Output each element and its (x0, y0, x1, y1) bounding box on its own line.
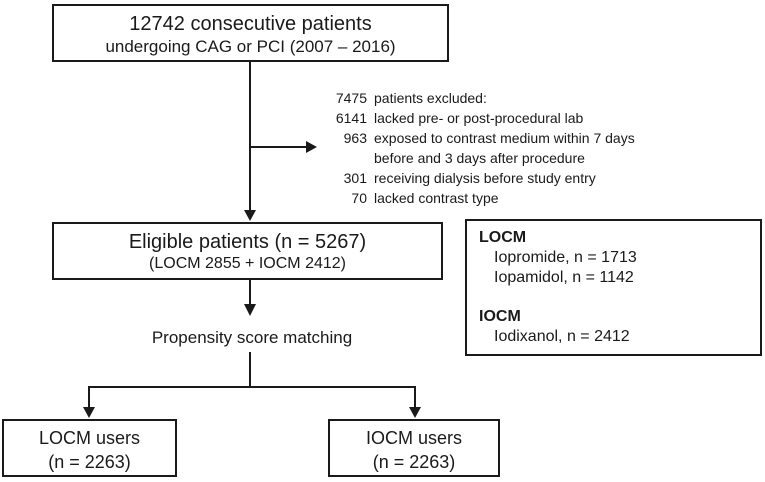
exclusion-text: lacked pre- or post-procedural lab (374, 110, 584, 126)
exclusion-text: receiving dialysis before study entry (374, 170, 596, 186)
exclusion-text: lacked contrast type (374, 190, 499, 206)
eligible-patients-count: Eligible patients (n = 5267) (128, 231, 367, 253)
locm-item-iopromide: Iopromide, n = 1713 (494, 249, 637, 266)
exclusion-count: 6141 (335, 110, 367, 126)
iocm-users-box: IOCM users (n = 2263) (328, 419, 500, 477)
consecutive-patients-count: 12742 consecutive patients (129, 13, 372, 35)
iocm-users-title: IOCM users (365, 428, 462, 448)
arrowhead-down-iocm-icon (409, 407, 421, 418)
contrast-media-legend-box: LOCM Iopromide, n = 1713 Iopamidol, n = … (465, 219, 762, 356)
exclusion-line: before and 3 days after procedure (325, 148, 635, 168)
consecutive-patients-box: 12742 consecutive patients undergoing CA… (52, 4, 449, 62)
exclusion-line: 301 receiving dialysis before study entry (325, 168, 635, 188)
legend-spacer (479, 288, 760, 307)
arrowhead-right-exclusions-icon (306, 141, 317, 153)
locm-users-count: (n = 2263) (48, 452, 131, 472)
exclusion-text: exposed to contrast medium within 7 days (374, 130, 635, 146)
arrowhead-down-matching-icon (244, 304, 256, 316)
arrowhead-down-eligible-icon (244, 210, 256, 221)
iocm-header: IOCM (479, 308, 521, 325)
locm-item-iopamidol: Iopamidol, n = 1142 (494, 269, 634, 286)
locm-header: LOCM (479, 229, 527, 246)
exclusion-count: 7475 (335, 90, 367, 106)
propensity-score-matching-label: Propensity score matching (151, 328, 353, 347)
exclusion-line: 6141 lacked pre- or post-procedural lab (325, 108, 635, 128)
iocm-item-iodixanol: Iodixanol, n = 2412 (494, 328, 630, 345)
exclusion-text: before and 3 days after procedure (374, 150, 585, 166)
exclusion-line: 963 exposed to contrast medium within 7 d… (325, 128, 635, 148)
exclusion-line: 70 lacked contrast type (325, 188, 635, 208)
exclusion-count: 70 (351, 190, 367, 206)
arrowhead-down-locm-icon (83, 407, 95, 418)
exclusion-count: 963 (343, 130, 367, 146)
exclusion-count: 301 (343, 170, 367, 186)
exclusion-line: 7475 patients excluded: (325, 88, 635, 108)
eligible-patients-breakdown: (LOCM 2855 + IOCM 2412) (149, 255, 346, 272)
locm-users-box: LOCM users (n = 2263) (2, 419, 177, 477)
consecutive-patients-detail: undergoing CAG or PCI (2007 – 2016) (105, 37, 396, 56)
locm-users-title: LOCM users (38, 428, 141, 448)
exclusions-list: 7475 patients excluded: 6141 lacked pre- o… (325, 88, 635, 208)
iocm-users-count: (n = 2263) (372, 452, 456, 472)
eligible-patients-box: Eligible patients (n = 5267) (LOCM 2855 … (52, 222, 443, 280)
exclusion-text: patients excluded: (374, 90, 487, 106)
